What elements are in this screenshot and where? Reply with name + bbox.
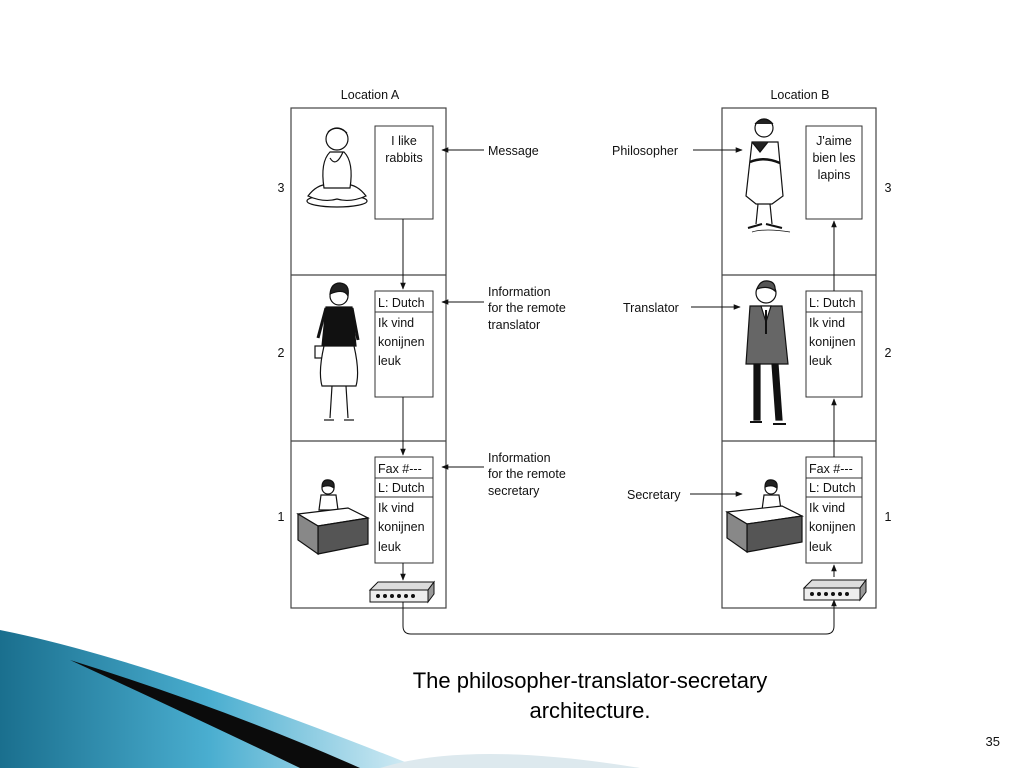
- doc-b-layer3: J'aime bien les lapins: [805, 125, 863, 220]
- doc-line: Ik vind: [809, 501, 845, 515]
- doc-line: Fax #---: [809, 462, 853, 476]
- layer-3-number-b: 3: [885, 181, 892, 195]
- doc-line: L: Dutch: [378, 296, 425, 310]
- annotation-line: Information: [488, 451, 551, 465]
- philosopher-label: Philosopher: [612, 144, 678, 158]
- doc-line: konijnen: [809, 335, 856, 349]
- layer-3-number-a: 3: [278, 181, 285, 195]
- annotations-b: Philosopher Translator Secretary: [612, 144, 743, 502]
- doc-line: rabbits: [385, 151, 423, 165]
- caption-line: architecture.: [529, 698, 651, 723]
- doc-a-layer3: I like rabbits: [374, 125, 434, 220]
- doc-a-layer2: L: Dutch Ik vind konijnen leuk: [374, 290, 434, 398]
- translator-label: Translator: [623, 301, 679, 315]
- doc-line: leuk: [809, 540, 833, 554]
- doc-line: leuk: [378, 354, 402, 368]
- philosopher-b-figure: [745, 118, 791, 233]
- doc-line: Ik vind: [378, 316, 414, 330]
- layer-2-number-a: 2: [278, 346, 285, 360]
- doc-line: Ik vind: [378, 501, 414, 515]
- doc-line: I like: [391, 134, 417, 148]
- secretary-b-figure: [725, 479, 804, 554]
- secretary-label: Secretary: [627, 488, 681, 502]
- annotations-a: Message Information for the remote trans…: [441, 144, 566, 498]
- annotation-line: for the remote: [488, 301, 566, 315]
- layer-1-number-a: 1: [278, 510, 285, 524]
- doc-line: konijnen: [809, 520, 856, 534]
- layer-1-number-b: 1: [885, 510, 892, 524]
- doc-line: konijnen: [378, 335, 425, 349]
- doc-line: L: Dutch: [809, 481, 856, 495]
- annotation-line: Information: [488, 285, 551, 299]
- doc-b-layer2: L: Dutch Ik vind konijnen leuk: [805, 290, 863, 398]
- caption-line: The philosopher-translator-secretary: [412, 668, 768, 693]
- slide-caption: The philosopher-translator-secretary arc…: [340, 666, 840, 726]
- doc-b-layer1: Fax #--- L: Dutch Ik vind konijnen leuk: [805, 456, 863, 564]
- transmission-line: [402, 599, 837, 635]
- translator-a-figure: [314, 282, 360, 421]
- location-a-stack: [290, 107, 447, 609]
- philosopher-a-figure: [306, 127, 368, 208]
- doc-line: konijnen: [378, 520, 425, 534]
- translator-b-figure: [745, 280, 789, 425]
- annotation-line: translator: [488, 318, 540, 332]
- annotation-line: for the remote: [488, 467, 566, 481]
- doc-line: L: Dutch: [809, 296, 856, 310]
- slide-number: 35: [985, 734, 1000, 749]
- modem-b-icon: [802, 578, 867, 602]
- flow-arrows: [400, 219, 837, 635]
- doc-line: Ik vind: [809, 316, 845, 330]
- message-label: Message: [488, 144, 539, 158]
- annotation-line: secretary: [488, 484, 540, 498]
- doc-line: leuk: [378, 540, 402, 554]
- layer-2-number-b: 2: [885, 346, 892, 360]
- doc-line: Fax #---: [378, 462, 422, 476]
- doc-a-layer1: Fax #--- L: Dutch Ik vind konijnen leuk: [374, 456, 434, 564]
- location-b-stack: [721, 107, 877, 609]
- decorative-wave: [0, 630, 640, 768]
- location-a-label: Location A: [341, 88, 400, 102]
- doc-line: lapins: [818, 168, 851, 182]
- doc-line: bien les: [812, 151, 855, 165]
- location-b-label: Location B: [770, 88, 829, 102]
- doc-line: leuk: [809, 354, 833, 368]
- secretary-a-figure: [296, 479, 370, 556]
- doc-line: L: Dutch: [378, 481, 425, 495]
- doc-line: J'aime: [816, 134, 852, 148]
- modem-a-icon: [368, 580, 435, 604]
